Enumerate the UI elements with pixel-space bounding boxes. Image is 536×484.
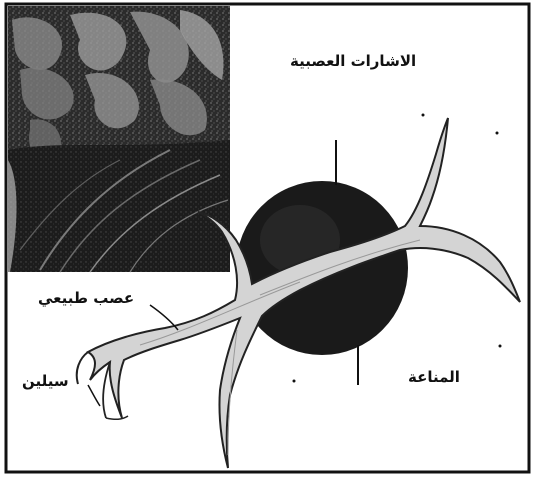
label-immunity: المناعة [408,370,460,385]
label-silicon: سيلين [22,374,69,389]
brain-tissue-photo [8,6,230,272]
label-natural-nerve: عصب طبيعي [38,291,134,306]
label-nerve-signals: الاشارات العصبية [290,54,416,69]
